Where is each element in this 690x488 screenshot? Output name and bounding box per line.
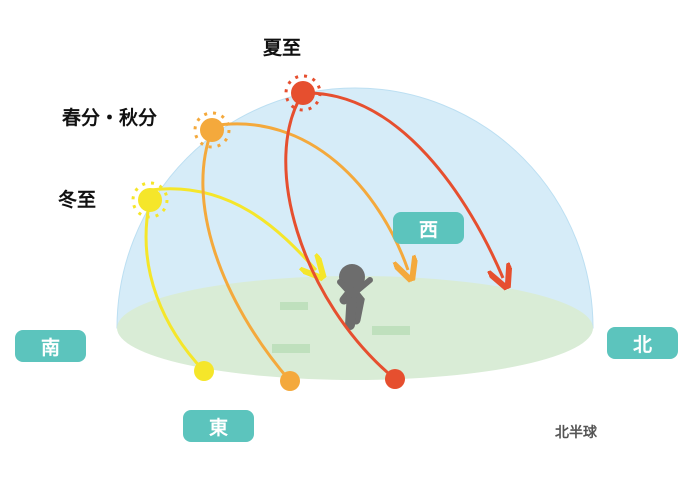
equinox-path [201, 129, 292, 382]
sky-dome [116, 87, 594, 329]
winter-sunrise-dot [194, 361, 214, 381]
summer-solstice-label: 夏至 [263, 37, 302, 59]
summer-path [284, 92, 396, 381]
summer-sunrise-dot [385, 369, 405, 389]
summer-sun-icon [284, 74, 322, 112]
north-badge: 北 [607, 327, 678, 359]
hemisphere-note: 北半球 [555, 425, 597, 441]
equinox-label: 春分・秋分 [62, 107, 158, 129]
grass-tufts [272, 302, 410, 353]
person-figure [337, 264, 373, 330]
west-badge: 西 [393, 212, 464, 244]
east-badge: 東 [183, 410, 254, 442]
winter-path [144, 199, 206, 373]
winter-sun-icon [131, 181, 169, 219]
equinox-sunrise-dot [280, 371, 300, 391]
equinox-sun-icon [193, 111, 231, 149]
south-badge: 南 [15, 330, 86, 362]
winter-arrow [149, 187, 316, 270]
winter-solstice-label: 冬至 [58, 189, 97, 211]
summer-arrow [302, 91, 503, 278]
